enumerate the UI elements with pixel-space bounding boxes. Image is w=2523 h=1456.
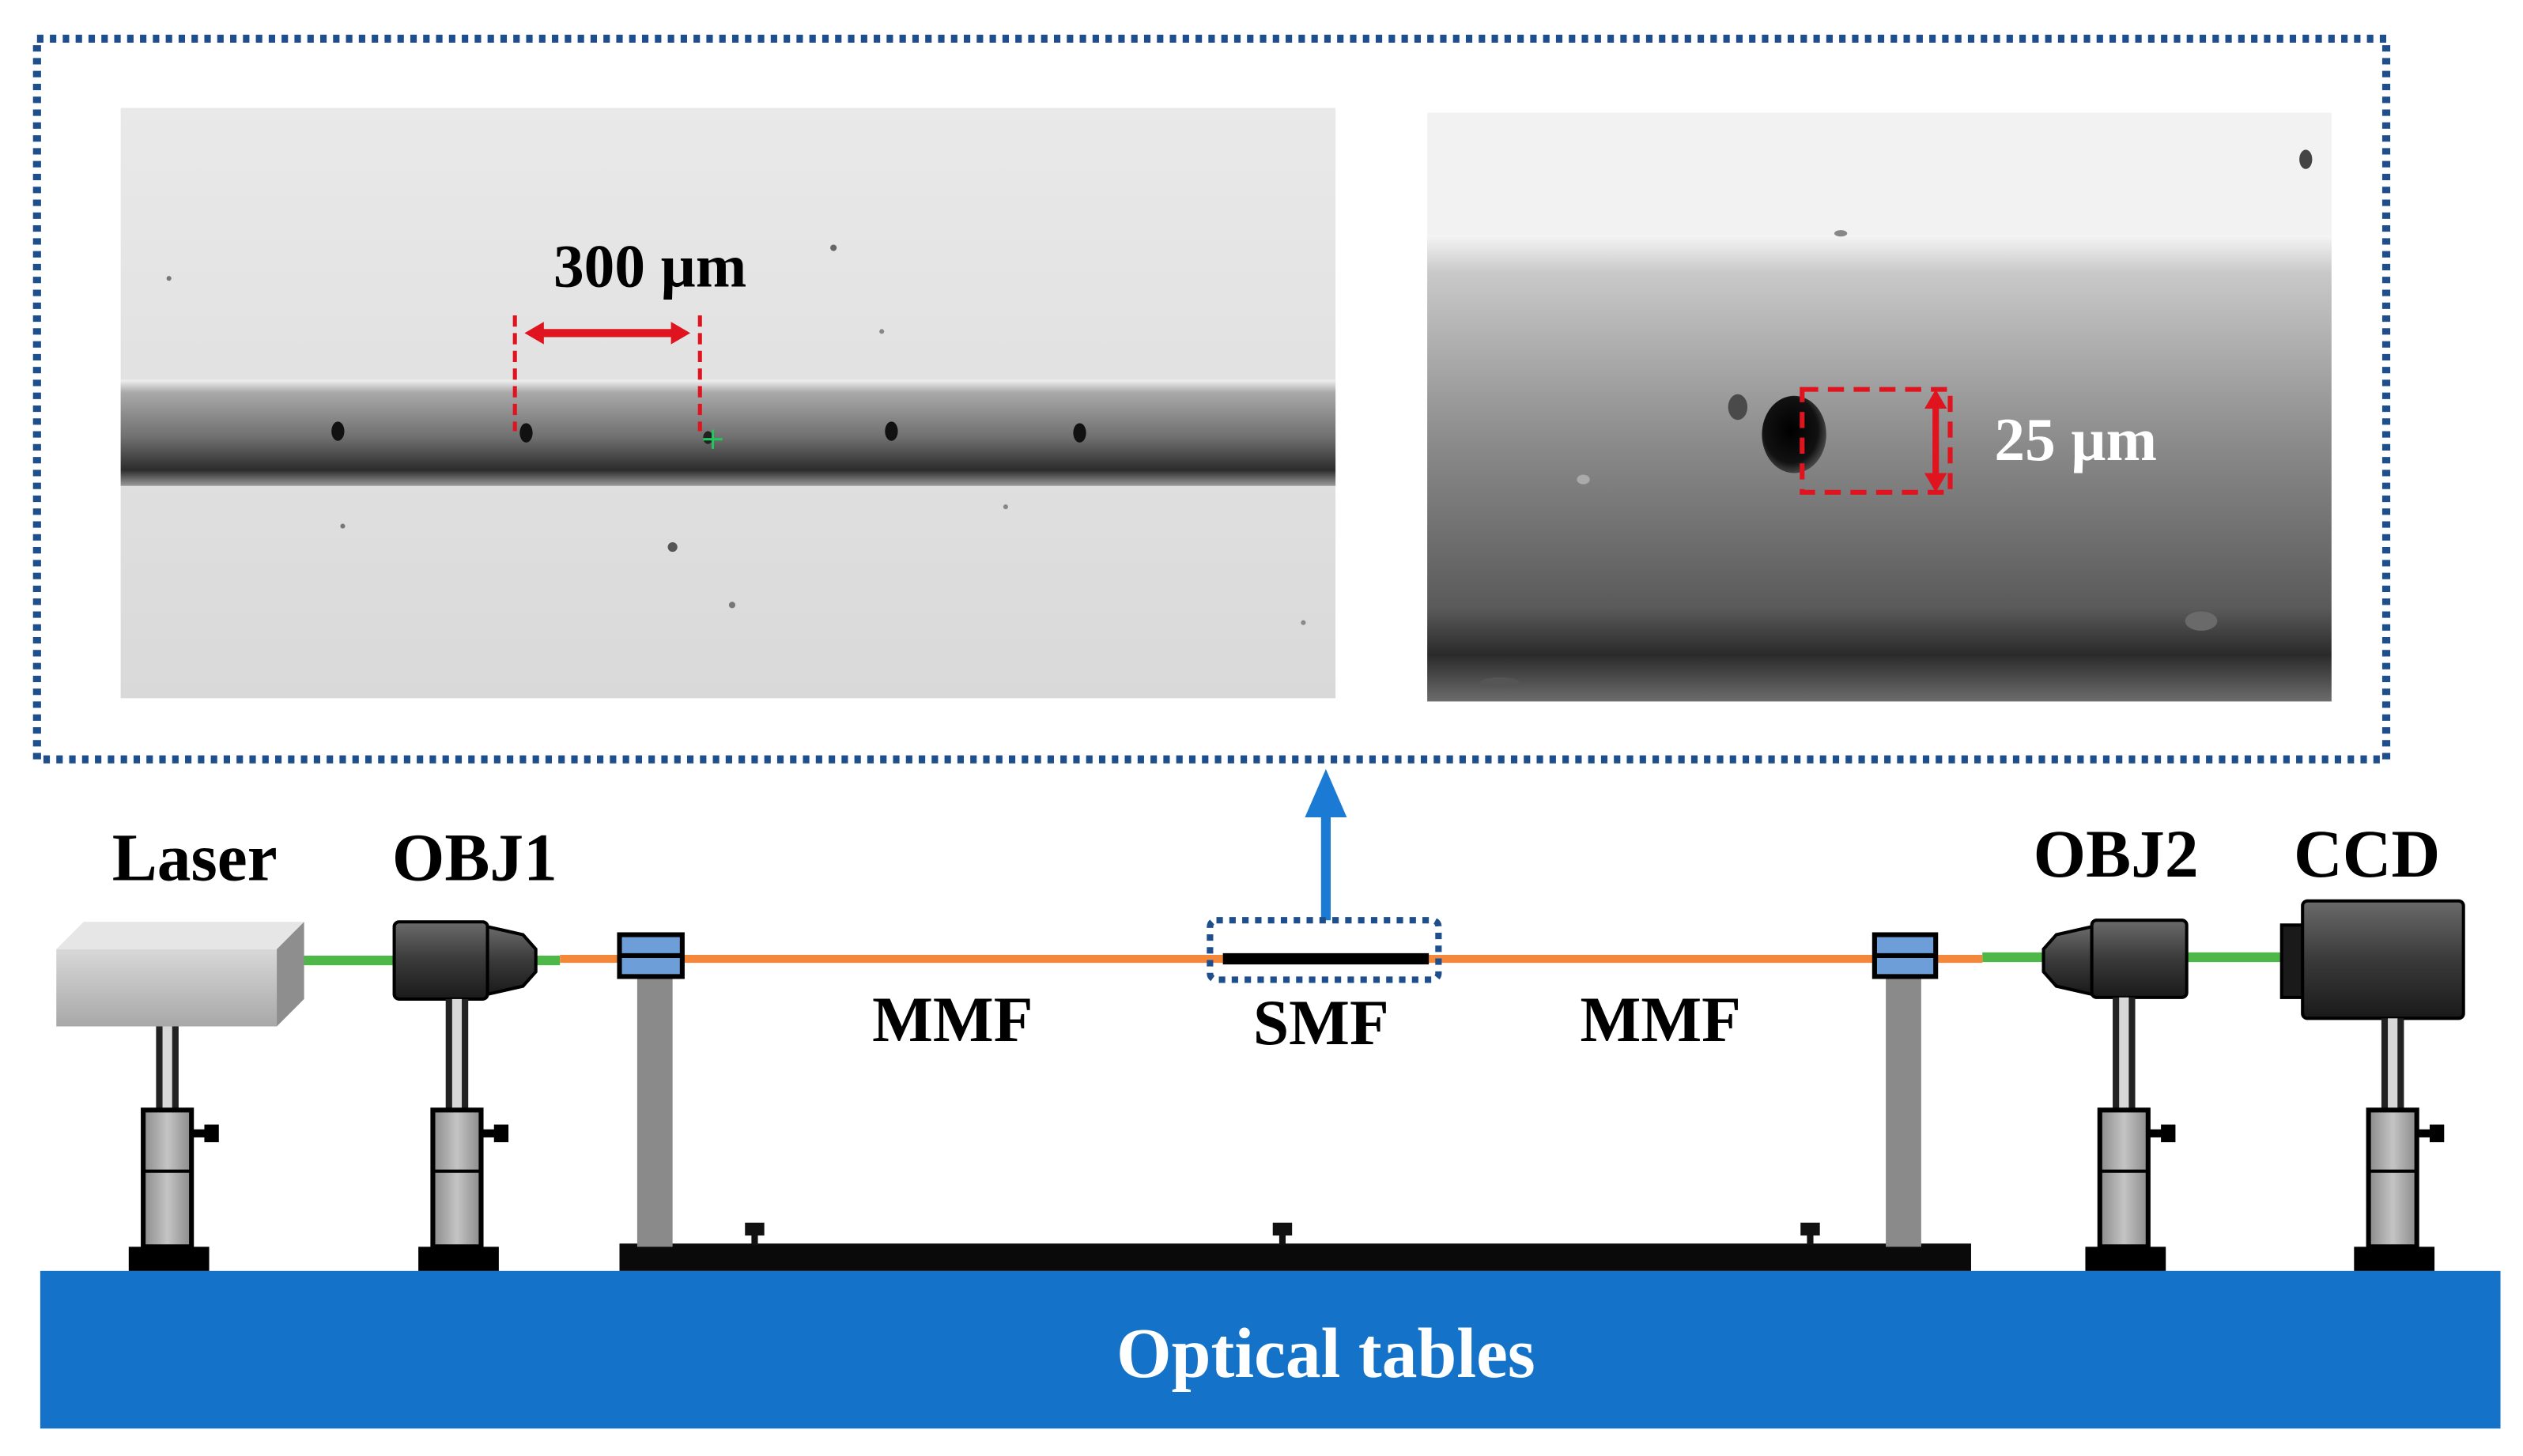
- inset-frame: [32, 34, 2391, 764]
- laser-hole: [331, 421, 345, 441]
- label-smf: SMF: [1253, 986, 1389, 1058]
- scale-label-25um: 25 µm: [1994, 405, 2157, 473]
- sem-image-left: 300 µm: [120, 108, 1336, 699]
- ccd-camera: [2279, 899, 2465, 1020]
- post-mount-obj1: [418, 998, 509, 1271]
- laser-hole: [885, 421, 898, 441]
- fiber-holder-post-left: [636, 976, 673, 1247]
- optical-table: [40, 1270, 2501, 1429]
- fiber-clamp-left: [617, 932, 685, 979]
- label-mmf-right: MMF: [1581, 983, 1741, 1055]
- optical-table-label: Optical tables: [1116, 1315, 1535, 1393]
- rail-knob: [1800, 1222, 1820, 1246]
- laser-hole: [1073, 423, 1086, 443]
- fiber-clamp-right: [1871, 932, 1939, 979]
- smf-highlight-frame: [1207, 917, 1442, 983]
- scale-dashed-box: [1800, 387, 1953, 495]
- label-laser: Laser: [112, 820, 278, 895]
- fiber-rail: [619, 1243, 1971, 1271]
- rail-knob: [745, 1222, 765, 1246]
- objective-lens-1: [392, 920, 538, 1001]
- objective-lens-2: [2041, 918, 2189, 999]
- label-mmf-left: MMF: [872, 983, 1033, 1055]
- post-mount-laser: [128, 1026, 219, 1271]
- label-ccd: CCD: [2294, 817, 2440, 892]
- sem-image-right: 25 µm: [1427, 112, 2332, 702]
- laser-hole-closeup: [1762, 395, 1826, 473]
- post-mount-ccd: [2354, 1018, 2445, 1271]
- zoom-arrow: [1305, 768, 1347, 921]
- laser-hole: [519, 423, 533, 443]
- post-mount-obj2: [2085, 997, 2176, 1271]
- laser-hole: [703, 431, 713, 444]
- rail-knob: [1272, 1222, 1293, 1246]
- label-obj2: OBJ2: [2034, 817, 2199, 892]
- label-obj1: OBJ1: [392, 820, 557, 895]
- scale-label-300um: 300 µm: [553, 232, 746, 300]
- laser-source: [56, 922, 304, 1027]
- fiber-holder-post-right: [1886, 976, 1921, 1247]
